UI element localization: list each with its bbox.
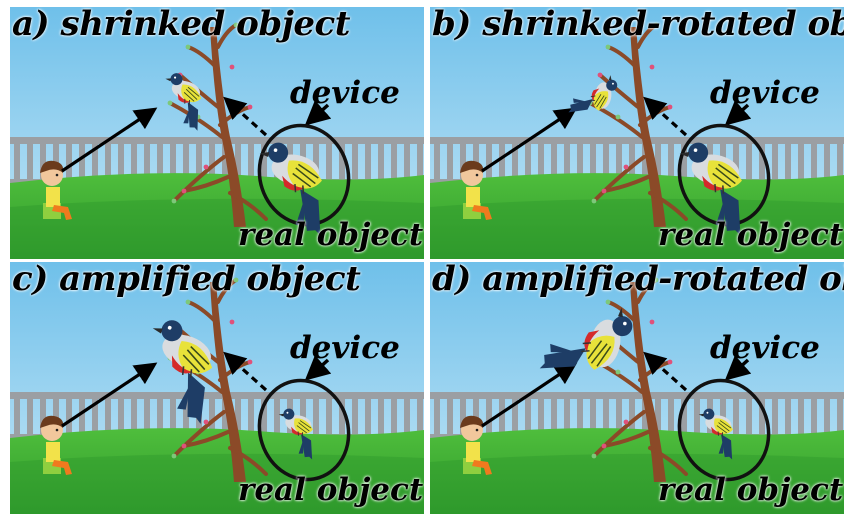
sight-arrow — [481, 107, 578, 173]
scene-illustration — [430, 7, 844, 259]
tree — [167, 277, 268, 482]
virtual-bird — [165, 73, 202, 131]
child-figure — [460, 160, 492, 220]
panel-amplified-rotated: d) amplified-rotated object device real … — [430, 262, 844, 514]
device-pointer-arrow — [724, 355, 752, 381]
scene-illustration — [430, 262, 844, 514]
projection-arrow — [643, 351, 688, 392]
tree — [167, 22, 268, 227]
fence — [430, 392, 844, 442]
panel-title: b) shrinked-rotated object — [432, 7, 844, 44]
real-bird — [698, 408, 733, 460]
device-ellipse — [677, 378, 771, 482]
panel-title: a) shrinked object — [12, 7, 350, 44]
projection-arrow — [223, 96, 268, 137]
panel-shrinked: a) shrinked object device real object — [10, 7, 424, 259]
virtual-bird — [152, 320, 213, 424]
panel-shrinked-rotated: b) shrinked-rotated object device real o… — [430, 7, 844, 259]
real-object-label: real object — [658, 217, 844, 253]
real-bird — [278, 408, 313, 460]
scene-illustration — [10, 7, 424, 259]
device-ellipse — [257, 378, 351, 482]
panel-title: c) amplified object — [12, 262, 361, 299]
real-object-label: real object — [238, 217, 424, 253]
real-object-label: real object — [658, 472, 844, 508]
device-pointer-arrow — [304, 100, 332, 126]
projection-arrow — [223, 351, 268, 392]
real-bird — [259, 142, 322, 236]
sight-arrow — [61, 362, 158, 428]
scene-illustration — [10, 262, 424, 514]
device-label: device — [710, 330, 820, 366]
real-object-label: real object — [238, 472, 424, 508]
virtual-bird — [539, 307, 633, 370]
device-pointer-arrow — [304, 355, 332, 381]
panel-title: d) amplified-rotated object — [432, 262, 844, 299]
device-label: device — [290, 75, 400, 111]
grass — [10, 428, 424, 514]
virtual-bird — [568, 75, 618, 113]
grass — [430, 428, 844, 514]
sight-arrow — [61, 107, 158, 173]
projection-arrow — [643, 96, 688, 137]
child-figure — [460, 415, 492, 475]
sight-arrow — [481, 362, 578, 428]
device-label: device — [710, 75, 820, 111]
child-figure — [40, 415, 72, 475]
device-pointer-arrow — [724, 100, 752, 126]
grass — [430, 173, 844, 259]
child-figure — [40, 160, 72, 220]
panel-amplified: c) amplified object device real object — [10, 262, 424, 514]
grass — [10, 173, 424, 259]
device-label: device — [290, 330, 400, 366]
